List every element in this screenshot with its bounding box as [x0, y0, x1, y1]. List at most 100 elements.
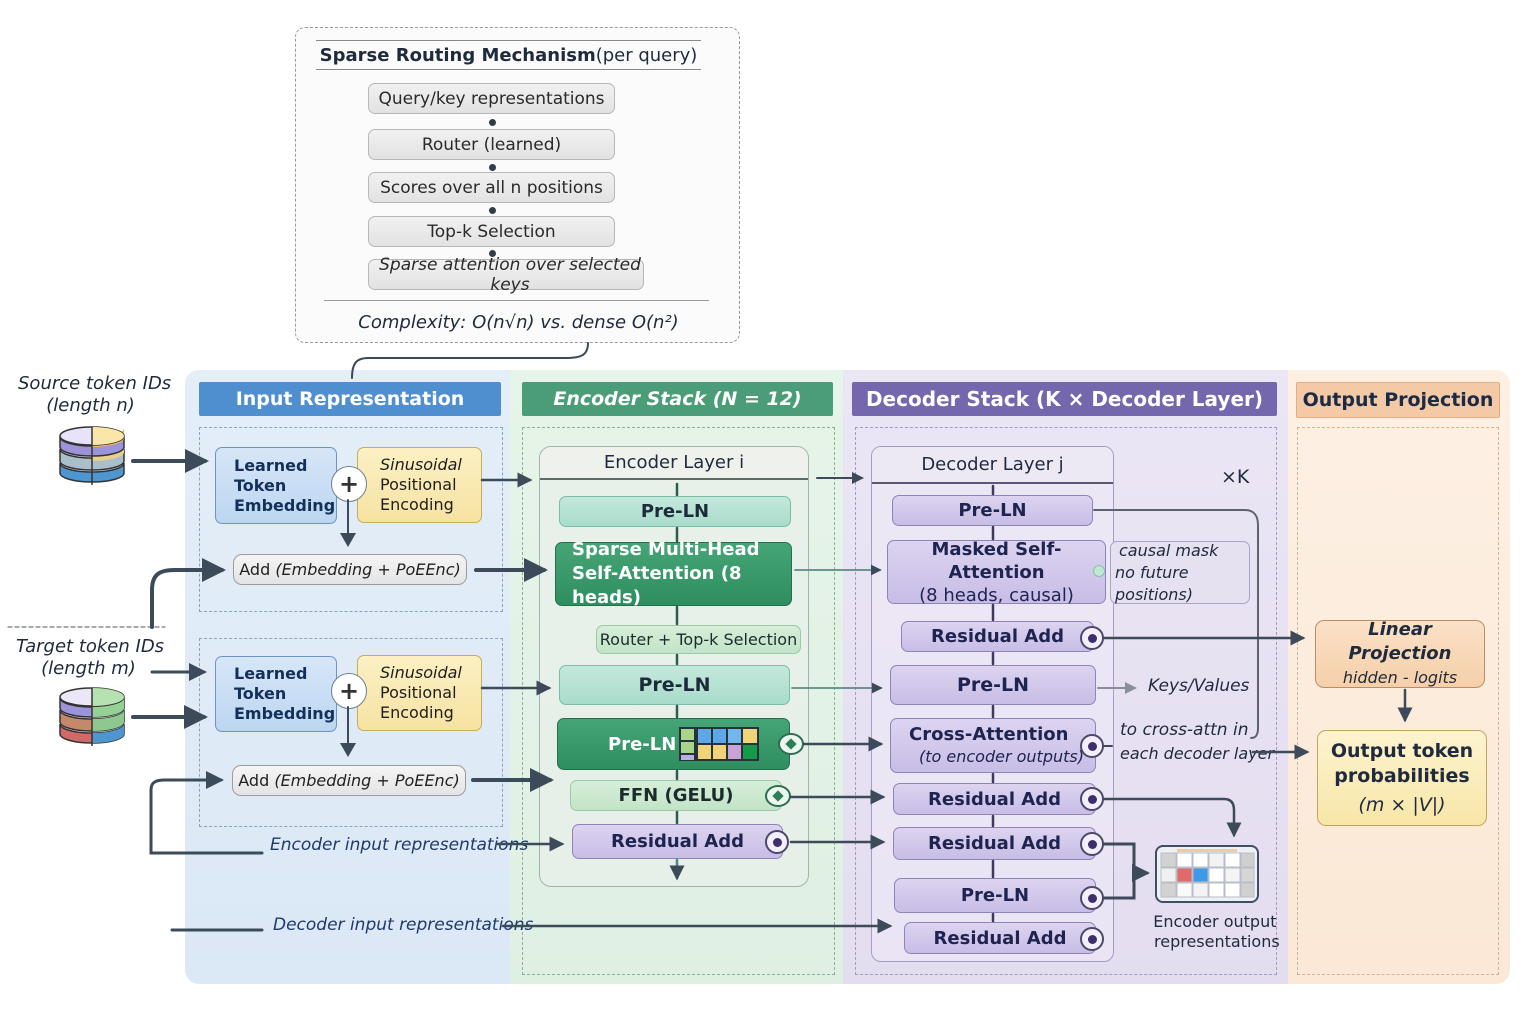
decoder-residual-add-2[interactable]: Residual Add: [893, 783, 1096, 815]
positional-line: Sinusoidal: [380, 455, 462, 474]
attention-line1: Sparse Multi-Head: [572, 539, 760, 560]
residual-2-port[interactable]: [1080, 787, 1104, 811]
source-token-label: Source token IDs (length n): [18, 373, 172, 417]
target-label-line2: (length m): [41, 658, 136, 679]
prob-line3: (m × |V|): [1358, 793, 1446, 816]
connector-dot: [489, 119, 496, 126]
encoder-region: [522, 427, 835, 975]
encoder-residual-add[interactable]: Residual Add: [572, 824, 783, 859]
cross-line1: Cross-Attention: [909, 723, 1069, 745]
add-label: Add: [239, 560, 271, 579]
router-topk-selection[interactable]: Router + Top-k Selection: [596, 625, 801, 654]
attention-line2: Self-Attention (8 heads): [572, 563, 742, 608]
routing-step-topk[interactable]: Top-k Selection: [368, 216, 615, 247]
decoder-pre-ln-2[interactable]: Pre-LN: [890, 665, 1096, 705]
attention-matrix-icon: [679, 727, 760, 761]
causal-line2: no future positions): [1115, 562, 1193, 604]
embedding-line: Embedding: [234, 704, 336, 723]
residual-3-port[interactable]: [1080, 832, 1104, 856]
cross-attention-port[interactable]: [1080, 734, 1104, 758]
causal-line1: causal mask: [1119, 540, 1219, 560]
encoder-pre-ln-3[interactable]: Pre-LN: [557, 718, 790, 770]
positional-line: Encoding: [380, 703, 454, 722]
linear-projection[interactable]: Linear Projection hidden - logits: [1315, 619, 1485, 688]
sparse-routing-panel: Sparse Routing Mechanism (per query) Que…: [295, 27, 740, 343]
linear-title: Linear Projection: [1348, 619, 1452, 664]
routing-step-query-key[interactable]: Query/key representations: [368, 83, 615, 114]
encoder-output-line2: representations: [1154, 932, 1280, 951]
plus-icon: +: [331, 673, 367, 709]
embedding-line: Learned: [234, 455, 308, 475]
plus-icon: +: [331, 466, 367, 502]
cross-line2: (to encoder outputs): [919, 746, 1084, 766]
encoder-output-line1: Encoder output: [1153, 912, 1277, 931]
positional-line: Sinusoidal: [380, 663, 462, 682]
add-detail: (Embedding + PoEEnc): [275, 560, 461, 579]
residual-4-port[interactable]: [1080, 927, 1104, 951]
encoder-input-representations-label: Encoder input representations: [270, 835, 529, 855]
positional-line: Encoding: [380, 495, 454, 514]
positional-line: Positional: [380, 475, 457, 494]
decoder-pre-ln-3[interactable]: Pre-LN: [894, 878, 1096, 913]
encoder-output-grid-icon: [1155, 845, 1259, 903]
routing-title-rest: (per query): [595, 44, 698, 66]
decoder-residual-add-3[interactable]: Residual Add: [893, 827, 1096, 860]
routing-step-router[interactable]: Router (learned): [368, 129, 615, 160]
complexity-note: Complexity: O(n√n) vs. dense O(n²): [358, 311, 679, 333]
source-add-block[interactable]: Add (Embedding + PoEEnc): [233, 554, 467, 585]
source-database-icon: [59, 426, 125, 485]
routing-title-bold: Sparse Routing Mechanism: [319, 44, 596, 66]
ffn-gelu[interactable]: FFN (GELU): [570, 780, 782, 811]
connector-dot: [489, 250, 496, 257]
mask-port: [1093, 565, 1105, 577]
decoder-region: [855, 427, 1277, 975]
masked-line1: Masked Self-Attention: [931, 538, 1062, 583]
routing-step-sparse-attention[interactable]: Sparse attention over selected keys: [368, 255, 644, 295]
add-detail: (Embedding + PoEEnc): [274, 771, 460, 790]
routing-step-scores[interactable]: Scores over all n positions: [368, 172, 615, 203]
encoder-stack-header: Encoder Stack (N = 12): [522, 382, 833, 416]
router-label: Router + Top-k Selection: [599, 630, 798, 649]
source-label-line1: Source token IDs: [18, 373, 172, 394]
linear-sub: hidden - logits: [1342, 668, 1458, 687]
decoder-residual-add-1[interactable]: Residual Add: [901, 621, 1094, 652]
pre-ln-3-port[interactable]: [1080, 886, 1104, 910]
encoder-pre-ln-2[interactable]: Pre-LN: [559, 665, 790, 705]
decoder-layer-title: Decoder Layer j: [872, 447, 1113, 484]
cross-attn-note-1: to cross-attn in: [1120, 720, 1249, 740]
target-database-icon: [59, 687, 125, 746]
decoder-residual-add-4[interactable]: Residual Add: [904, 922, 1096, 954]
encoder-layer-title: Encoder Layer i: [540, 447, 808, 480]
output-projection-header: Output Projection: [1296, 382, 1500, 418]
source-input-region: [199, 427, 503, 612]
cross-attn-note-2: each decoder layer: [1120, 744, 1275, 763]
residual-1-port[interactable]: [1080, 626, 1104, 650]
masked-line2: (8 heads, causal): [919, 584, 1074, 606]
prob-line1: Output token: [1330, 739, 1474, 762]
ffn-output-port[interactable]: [765, 785, 791, 807]
source-label-line2: (length n): [46, 395, 135, 416]
target-add-block[interactable]: Add (Embedding + PoEEnc): [232, 765, 466, 796]
embedding-line: Learned: [234, 664, 308, 683]
decoder-pre-ln-1[interactable]: Pre-LN: [892, 495, 1093, 526]
routing-title: Sparse Routing Mechanism (per query): [316, 40, 701, 70]
encoder-output-port[interactable]: [778, 733, 804, 755]
output-region: [1297, 427, 1499, 975]
decoder-input-representations-label: Decoder input representations: [273, 915, 534, 935]
pre-ln-label: Pre-LN: [608, 733, 677, 755]
masked-self-attention[interactable]: Masked Self-Attention(8 heads, causal): [887, 538, 1106, 606]
positional-line: Positional: [380, 683, 457, 702]
target-label-line1: Target token IDs: [16, 636, 165, 657]
cross-attention[interactable]: Cross-Attention(to encoder outputs): [890, 718, 1096, 773]
encoder-pre-ln-1[interactable]: Pre-LN: [559, 496, 791, 527]
connector-dot: [489, 207, 496, 214]
encoder-residual-port[interactable]: [765, 830, 789, 854]
embedding-line: Embedding: [234, 495, 336, 515]
